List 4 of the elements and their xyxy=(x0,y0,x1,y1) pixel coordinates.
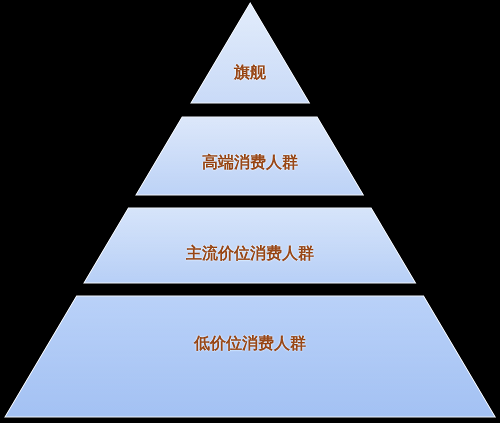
tier-label: 主流价位消费人群 xyxy=(186,243,314,263)
tier-label: 高端消费人群 xyxy=(202,152,298,172)
tier-label: 低价位消费人群 xyxy=(194,333,306,353)
tier-label: 旗舰 xyxy=(234,62,266,82)
